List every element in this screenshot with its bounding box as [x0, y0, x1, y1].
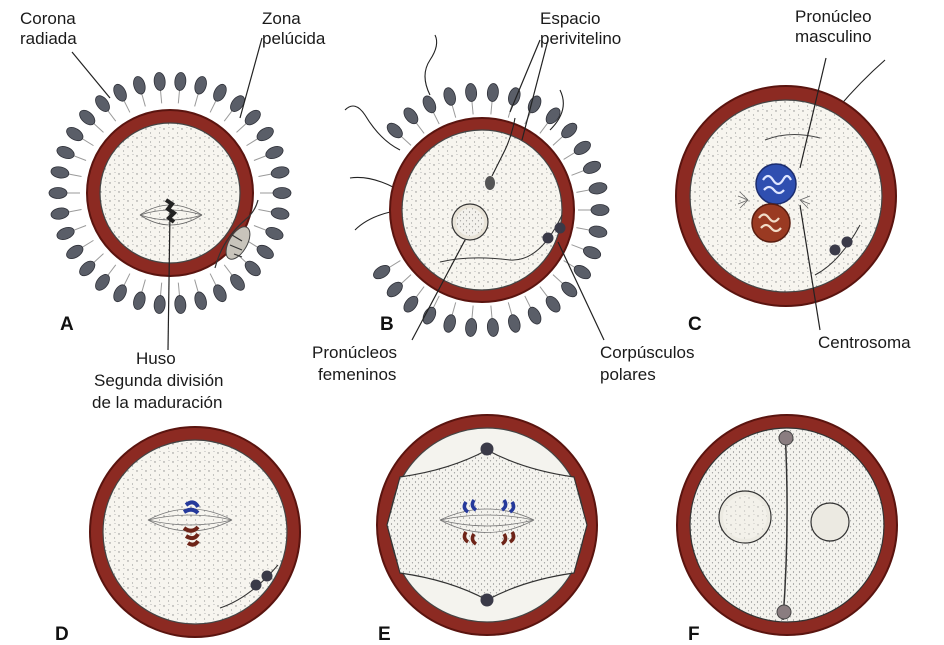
label-corona-line2: radiada — [20, 29, 77, 48]
polar-body-b1 — [543, 233, 554, 244]
corona-cell — [93, 272, 113, 293]
label-centrosoma: Centrosoma — [818, 333, 911, 352]
corona-cell — [465, 318, 478, 337]
panel-f-two-cell — [677, 415, 897, 635]
corona-cell — [588, 225, 608, 239]
polar-body-f1 — [779, 431, 793, 445]
corona-cell — [572, 138, 593, 157]
corona-cell — [64, 243, 85, 262]
corona-cell — [64, 125, 85, 144]
corona-cell — [465, 83, 478, 102]
corona-cell — [543, 294, 563, 315]
polar-body-d1 — [251, 580, 262, 591]
corona-cell — [193, 75, 209, 95]
panel-a-oocyte — [49, 72, 291, 314]
label-zona-line2: pelúcida — [262, 29, 326, 48]
corona-cell — [153, 72, 166, 91]
corona-cell — [442, 313, 458, 333]
corona-cell — [442, 86, 458, 106]
polar-body-e2 — [481, 594, 494, 607]
label-corona-line1: Corona — [20, 9, 76, 28]
corona-cell — [264, 144, 285, 161]
corona-cell — [174, 295, 187, 314]
panel-letter-e: E — [378, 624, 391, 645]
corona-cell — [211, 283, 229, 304]
corona-cell — [132, 291, 148, 311]
corona-cell — [273, 188, 291, 199]
corona-cell — [507, 313, 523, 333]
label-pronucleo-masc-line1: Pronúcleo — [795, 7, 872, 26]
sperm-head-b — [485, 176, 495, 190]
polar-body-d2 — [262, 571, 273, 582]
cytoplasm-d — [103, 440, 287, 624]
corona-cell — [401, 294, 421, 315]
corona-cell — [228, 272, 248, 293]
panel-d-zygote — [90, 427, 300, 637]
label-espacio-line2: perivitelino — [540, 29, 621, 48]
panel-e-cleavage — [377, 415, 597, 635]
corona-cell — [270, 207, 290, 221]
panel-c-zygote — [676, 60, 896, 306]
polar-body-b2 — [555, 223, 566, 234]
corona-cell — [211, 82, 229, 103]
corona-cell — [132, 75, 148, 95]
label-zona-line1: Zona — [262, 9, 301, 28]
corona-cell — [526, 94, 544, 115]
label-corpusculos-line1: Corpúsculos — [600, 343, 695, 362]
corona-cell — [401, 105, 421, 126]
label-segunda-line2: de la maduración — [92, 393, 222, 412]
corona-cell — [49, 188, 67, 199]
label-espacio-line1: Espacio — [540, 9, 600, 28]
polar-body-c1 — [830, 245, 841, 256]
panel-letter-d: D — [55, 624, 69, 645]
corona-cell — [111, 82, 129, 103]
corona-cell — [153, 295, 166, 314]
corona-cell — [264, 225, 285, 242]
polar-body-e1 — [481, 443, 494, 456]
corona-cell — [55, 144, 76, 161]
label-pron-fem-line1: Pronúcleos — [312, 343, 397, 362]
corona-cell — [270, 165, 290, 179]
panel-letter-b: B — [380, 314, 394, 335]
panel-letter-f: F — [688, 624, 700, 645]
panel-b-oocyte — [345, 35, 609, 337]
corona-cell — [55, 225, 76, 242]
polar-body-c2 — [842, 237, 853, 248]
corona-cell — [255, 125, 276, 144]
label-pron-fem-line2: femeninos — [318, 365, 396, 384]
corona-cell — [487, 318, 500, 337]
corona-cell — [93, 93, 113, 114]
panel-letter-a: A — [60, 314, 74, 335]
corona-cell — [582, 159, 603, 176]
corona-cell — [50, 207, 70, 221]
corona-cell — [50, 165, 70, 179]
corona-cell — [591, 205, 609, 216]
corona-cell — [526, 305, 544, 326]
corona-cell — [255, 243, 276, 262]
female-pronucleus-c — [752, 204, 790, 242]
label-pronucleo-masc-line2: masculino — [795, 27, 872, 46]
corona-cell — [420, 94, 438, 115]
label-corpusculos-line2: polares — [600, 365, 656, 384]
label-segunda-line1: Segunda división — [94, 371, 223, 390]
label-huso: Huso — [136, 349, 176, 368]
corona-cell — [582, 244, 603, 261]
corona-cell — [371, 263, 392, 282]
corona-cell — [193, 291, 209, 311]
polar-body-f2 — [777, 605, 791, 619]
panel-letter-c: C — [688, 314, 702, 335]
blastomere-nucleus-right — [811, 503, 849, 541]
corona-cell — [111, 283, 129, 304]
corona-cell — [487, 83, 500, 102]
corona-cell — [174, 72, 187, 91]
corona-cell — [588, 181, 608, 195]
